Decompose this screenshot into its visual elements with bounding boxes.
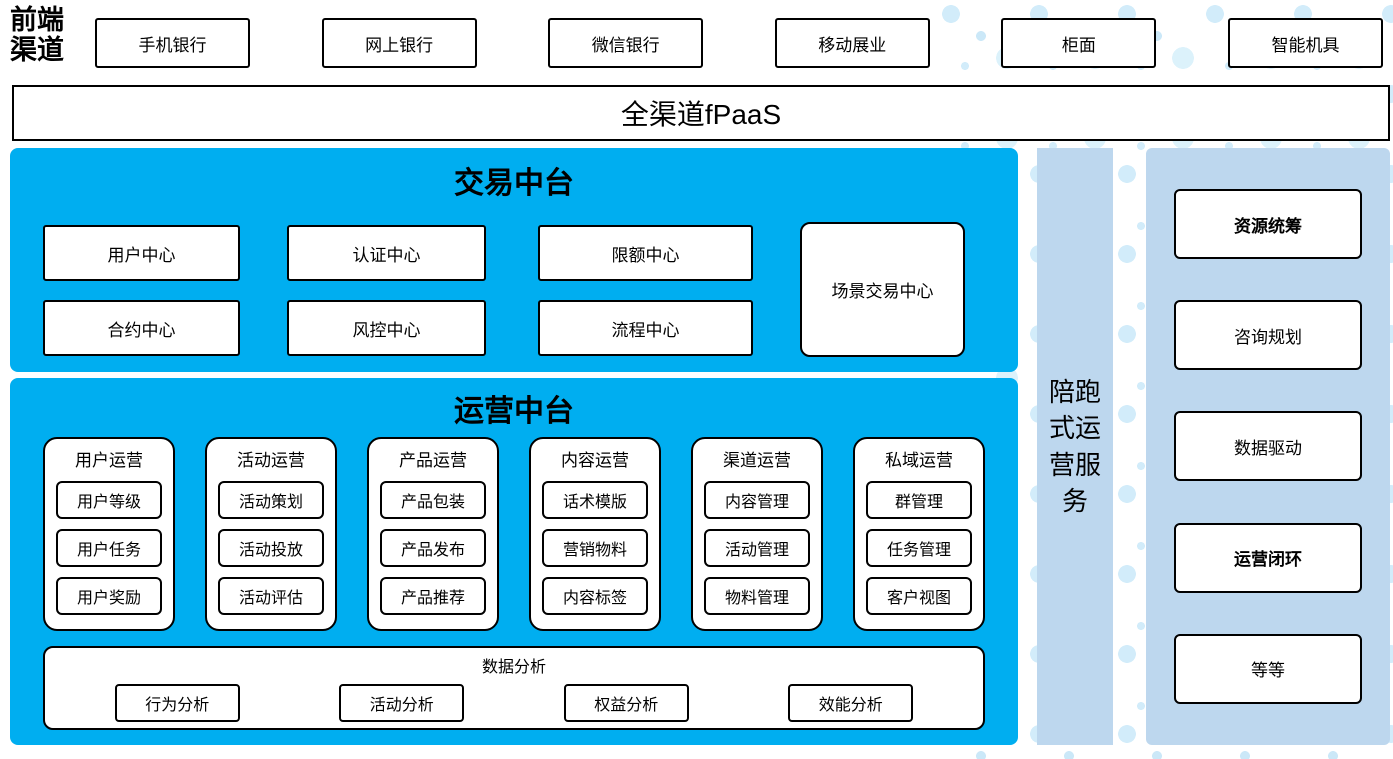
op-item: 活动投放 [218, 529, 324, 567]
column-content-operation: 内容运营 话术模版 营销物料 内容标签 [529, 437, 661, 631]
box-limit-center: 限额中心 [538, 225, 753, 281]
channel-mobile-banking: 手机银行 [95, 18, 250, 68]
op-item: 活动策划 [218, 481, 324, 519]
op-item: 活动评估 [218, 577, 324, 615]
box-data-driven: 数据驱动 [1174, 411, 1362, 482]
box-process-center: 流程中心 [538, 300, 753, 356]
box-consulting-planning: 咨询规划 [1174, 300, 1362, 371]
channel-mobile-outreach: 移动展业 [774, 18, 930, 68]
accompany-service-label: 陪跑式运营服务 [1048, 376, 1101, 516]
operation-columns: 用户运营 用户等级 用户任务 用户奖励 活动运营 活动策划 活动投放 活动评估 … [43, 437, 985, 631]
column-header: 活动运营 [237, 451, 305, 470]
op-item: 话术模版 [542, 481, 648, 519]
box-benefit-analysis: 权益分析 [563, 684, 689, 722]
transaction-platform-panel: 交易中台 用户中心 认证中心 限额中心 合约中心 风控中心 流程中心 场景交易中… [10, 148, 1018, 372]
frontend-channels-label: 前端渠道 [10, 5, 64, 67]
channel-wechat-banking: 微信银行 [548, 18, 704, 68]
operation-platform-title: 运营中台 [454, 394, 574, 429]
transaction-platform-title: 交易中台 [454, 166, 574, 201]
column-private-domain-operation: 私域运营 群管理 任务管理 客户视图 [853, 437, 985, 631]
column-header: 渠道运营 [723, 451, 791, 470]
box-scene-transaction-center: 场景交易中心 [800, 222, 965, 357]
box-activity-analysis: 活动分析 [339, 684, 465, 722]
op-item: 用户任务 [56, 529, 162, 567]
box-operation-loop: 运营闭环 [1174, 522, 1362, 593]
box-auth-center: 认证中心 [287, 225, 486, 281]
box-contract-center: 合约中心 [43, 300, 240, 356]
op-item: 内容标签 [542, 577, 648, 615]
box-resource-coordination: 资源统筹 [1174, 189, 1362, 260]
op-item: 用户等级 [56, 481, 162, 519]
column-header: 内容运营 [561, 451, 629, 470]
box-efficiency-analysis: 效能分析 [788, 684, 914, 722]
channel-online-banking: 网上银行 [321, 18, 477, 68]
op-item: 产品包装 [380, 481, 486, 519]
box-behavior-analysis: 行为分析 [114, 684, 240, 722]
op-item: 营销物料 [542, 529, 648, 567]
op-item: 物料管理 [704, 577, 810, 615]
box-risk-center: 风控中心 [287, 300, 486, 356]
omnichannel-fpaas-bar: 全渠道fPaaS [12, 85, 1390, 141]
op-item: 产品发布 [380, 529, 486, 567]
column-header: 产品运营 [399, 451, 467, 470]
column-channel-operation: 渠道运营 内容管理 活动管理 物料管理 [691, 437, 823, 631]
data-analysis-container: 数据分析 行为分析 活动分析 权益分析 效能分析 [43, 646, 985, 730]
op-item: 群管理 [866, 481, 972, 519]
op-item: 用户奖励 [56, 577, 162, 615]
op-item: 内容管理 [704, 481, 810, 519]
column-header: 私域运营 [885, 451, 953, 470]
box-etc: 等等 [1174, 633, 1362, 704]
op-item: 产品推荐 [380, 577, 486, 615]
column-product-operation: 产品运营 产品包装 产品发布 产品推荐 [367, 437, 499, 631]
channel-counter: 柜面 [1001, 18, 1157, 68]
data-analysis-title: 数据分析 [481, 659, 546, 676]
channel-row: 手机银行 网上银行 微信银行 移动展业 柜面 智能机具 [95, 18, 1383, 68]
column-user-operation: 用户运营 用户等级 用户任务 用户奖励 [43, 437, 175, 631]
operation-platform-panel: 运营中台 用户运营 用户等级 用户任务 用户奖励 活动运营 活动策划 活动投放 … [10, 378, 1018, 745]
box-user-center: 用户中心 [43, 225, 240, 281]
accompany-service-bar: 陪跑式运营服务 [1037, 148, 1113, 745]
channel-smart-devices: 智能机具 [1227, 18, 1383, 68]
column-activity-operation: 活动运营 活动策划 活动投放 活动评估 [205, 437, 337, 631]
op-item: 任务管理 [866, 529, 972, 567]
op-item: 客户视图 [866, 577, 972, 615]
data-analysis-items: 行为分析 活动分析 权益分析 效能分析 [45, 684, 983, 722]
service-items-panel: 资源统筹 咨询规划 数据驱动 运营闭环 等等 [1146, 148, 1390, 745]
column-header: 用户运营 [75, 451, 143, 470]
op-item: 活动管理 [704, 529, 810, 567]
